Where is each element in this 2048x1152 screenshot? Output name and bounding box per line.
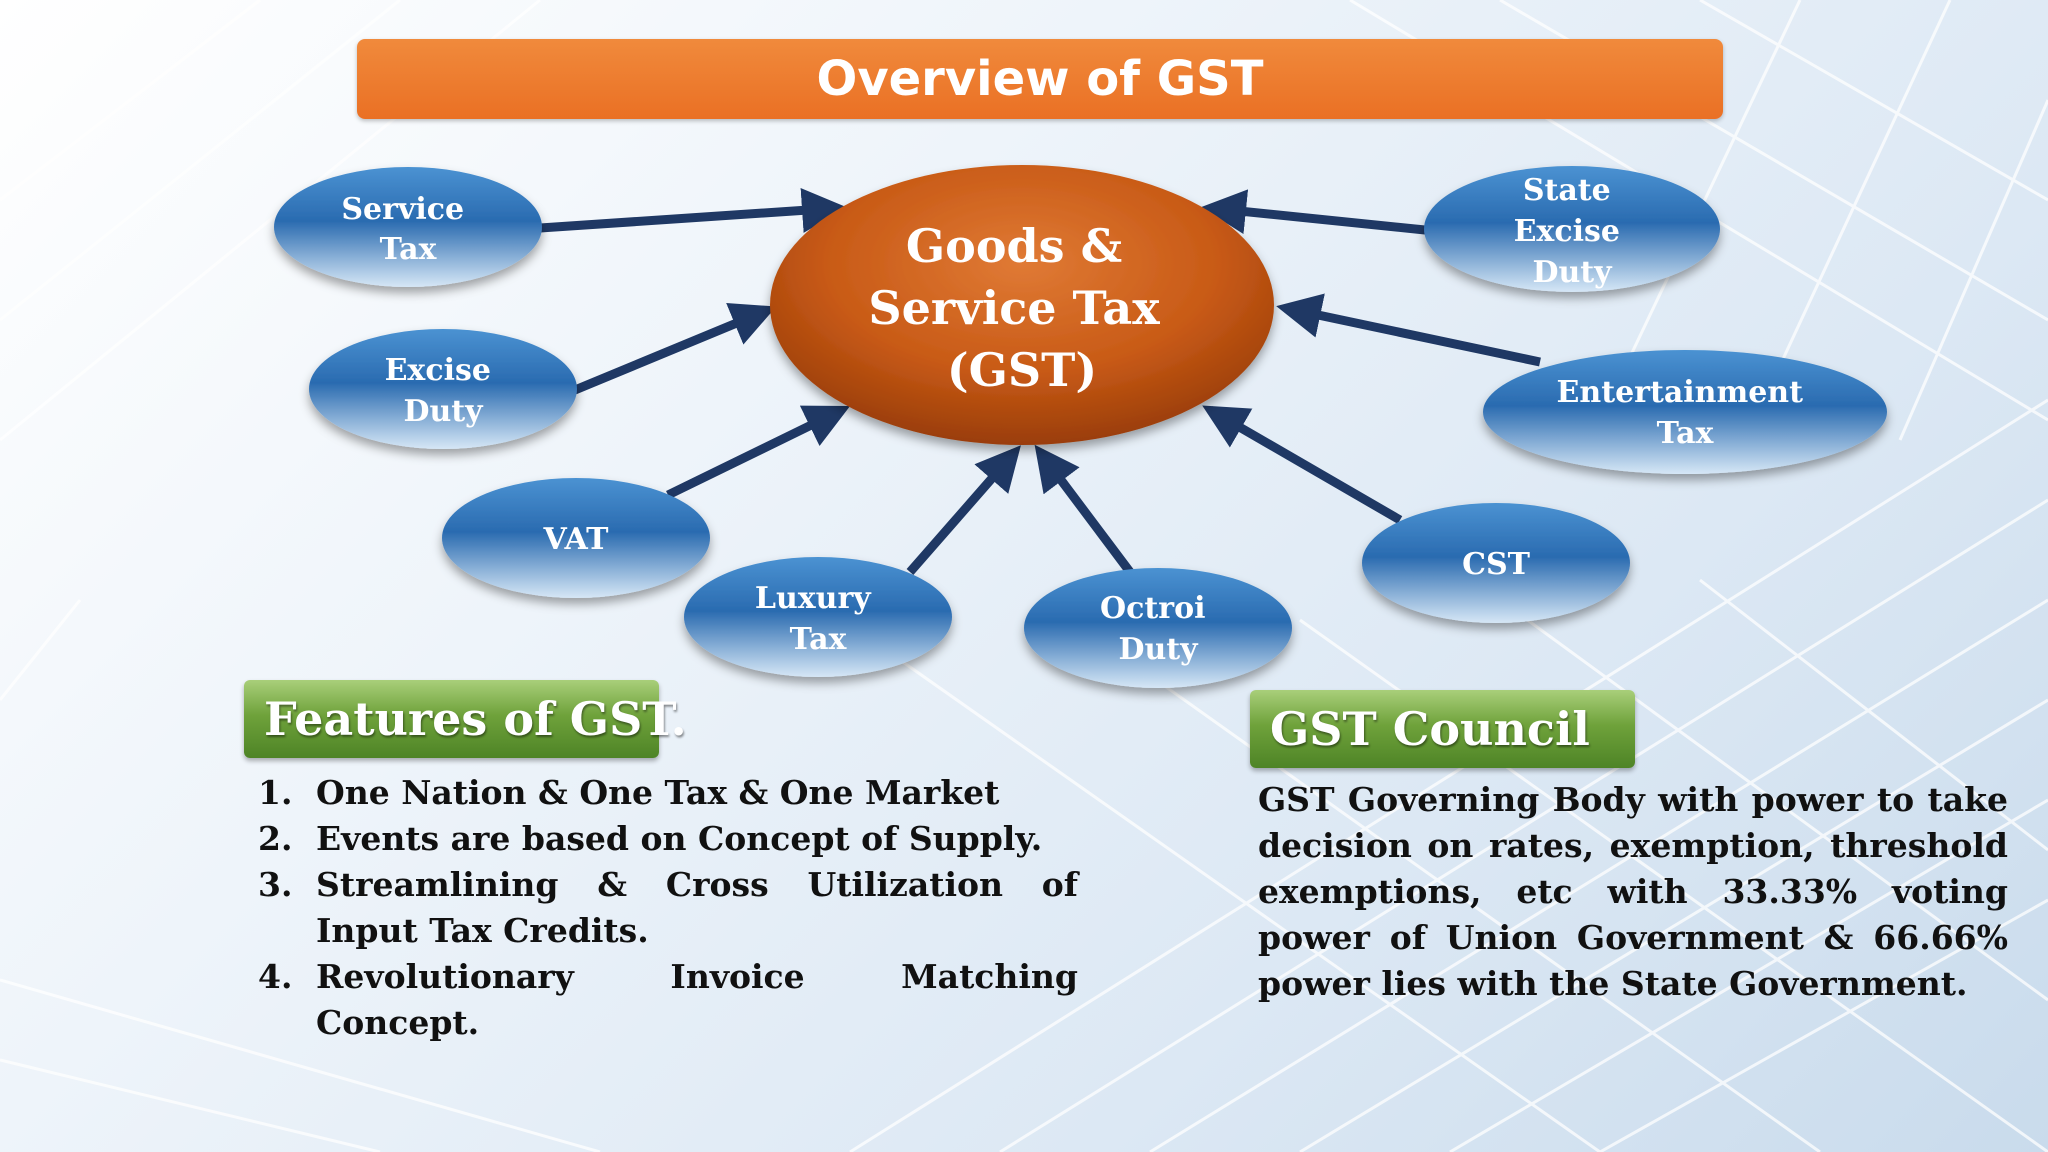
list-item-number: 4. — [258, 957, 293, 996]
list-item-text: Revolutionary Invoice Matching Concept. — [316, 957, 1078, 1042]
arrow-vat — [666, 405, 851, 500]
center-node-label: Goods & Service Tax (GST) — [868, 219, 1175, 397]
list-item-number: 3. — [258, 865, 293, 904]
page-title: Overview of GST — [816, 51, 1264, 107]
council-heading: GST Council — [1250, 690, 1635, 768]
arrow-luxury-tax — [906, 445, 1021, 575]
node-excise-duty-label: Excise Duty — [385, 353, 502, 429]
node-state-excise-duty-label: State Excise Duty — [1514, 173, 1631, 290]
node-entertainment-tax: Entertainment Tax — [1483, 350, 1887, 474]
list-item: 4. Revolutionary Invoice Matching Concep… — [258, 954, 1078, 1046]
list-item-text: Events are based on Concept of Supply. — [316, 819, 1043, 858]
arrow-service-tax — [539, 187, 847, 233]
list-item: 3. Streamlining & Cross Utilization of I… — [258, 862, 1078, 954]
list-item-text: One Nation & One Tax & One Market — [316, 773, 1000, 812]
node-vat-label: VAT — [543, 522, 610, 557]
list-item-number: 1. — [258, 773, 293, 812]
council-description: GST Governing Body with power to take de… — [1258, 780, 2008, 1003]
arrow-entertainment-tax — [1276, 293, 1541, 367]
list-item-text: Streamlining & Cross Utilization of Inpu… — [316, 865, 1078, 950]
features-list: 1. One Nation & One Tax & One Market 2. … — [258, 770, 1078, 1046]
arrow-excise-duty — [573, 302, 777, 395]
node-cst-label: CST — [1462, 547, 1531, 582]
title-banner: Overview of GST — [357, 39, 1723, 119]
features-heading: Features of GST. — [244, 680, 687, 758]
arrow-cst — [1202, 405, 1403, 524]
list-item: 1. One Nation & One Tax & One Market — [258, 770, 1078, 816]
node-entertainment-tax-label: Entertainment Tax — [1557, 375, 1814, 451]
node-cst: CST — [1362, 503, 1630, 623]
center-node-gst — [770, 165, 1274, 445]
node-vat: VAT — [442, 478, 710, 598]
node-octroi-duty-label: Octroi Duty — [1100, 591, 1216, 667]
node-state-excise-duty: State Excise Duty — [1424, 166, 1720, 292]
node-luxury-tax-label: Luxury Tax — [755, 581, 881, 657]
list-item-number: 2. — [258, 819, 293, 858]
node-service-tax: Service Tax — [274, 167, 542, 287]
council-heading-text: GST Council — [1270, 702, 1590, 756]
arrow-octroi-duty — [1034, 444, 1134, 575]
features-heading-text: Features of GST. — [264, 692, 687, 746]
node-octroi-duty: Octroi Duty — [1024, 568, 1292, 688]
node-luxury-tax: Luxury Tax — [684, 557, 952, 677]
arrow-state-excise-duty — [1201, 189, 1426, 235]
node-service-tax-label: Service Tax — [341, 192, 474, 267]
node-excise-duty: Excise Duty — [309, 329, 577, 449]
list-item: 2. Events are based on Concept of Supply… — [258, 816, 1078, 862]
